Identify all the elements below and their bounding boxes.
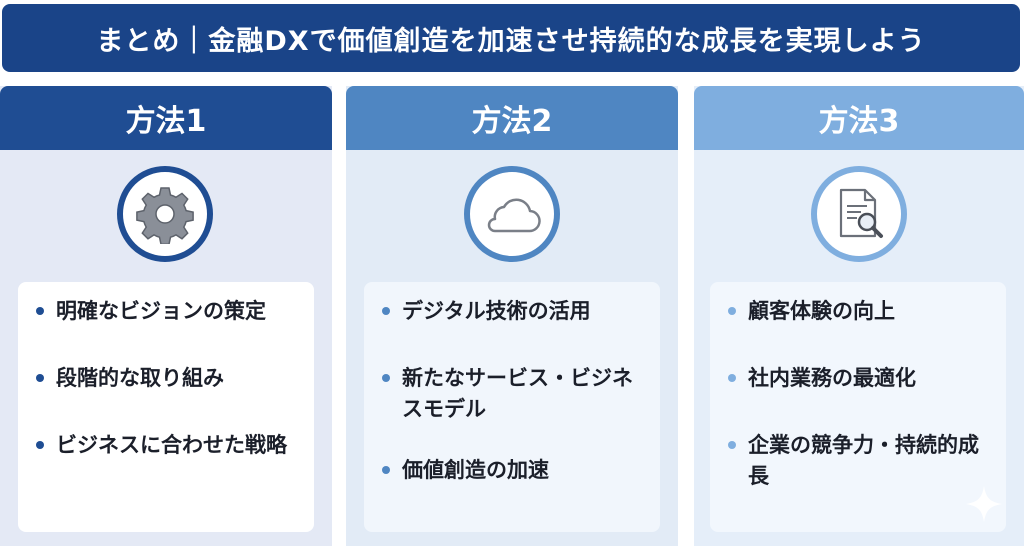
method-3-card: 顧客体験の向上 社内業務の最適化 企業の競争力・持続的成長 xyxy=(710,282,1006,532)
method-column-1: 方法1 明確なビジョンの策定 段階的な取り組み ビジネスに合わせた戦略 xyxy=(0,86,332,546)
method-3-icon-badge xyxy=(811,166,907,262)
method-3-heading: 方法3 xyxy=(694,86,1024,150)
gear-icon xyxy=(136,187,194,244)
cloud-icon xyxy=(487,198,541,233)
list-item: デジタル技術の活用 xyxy=(378,296,646,327)
list-item-text: 明確なビジョンの策定 xyxy=(56,299,266,323)
bullet-dot xyxy=(728,307,736,315)
page-title: まとめ｜金融DXで価値創造を加速させ持続的な成長を実現しよう xyxy=(2,4,1020,72)
list-item-text: 社内業務の最適化 xyxy=(748,366,916,390)
bullet-dot xyxy=(382,307,390,315)
bullet-dot xyxy=(36,441,44,449)
method-2-icon-badge xyxy=(464,166,560,262)
list-item-text: 顧客体験の向上 xyxy=(748,299,895,323)
list-item: 顧客体験の向上 xyxy=(724,296,992,327)
list-item: 企業の競争力・持続的成長 xyxy=(724,430,992,492)
bullet-dot xyxy=(382,466,390,474)
method-1-icon-badge xyxy=(117,166,213,262)
list-item: 新たなサービス・ビジネスモデル xyxy=(378,363,646,425)
document-search-icon xyxy=(839,188,883,238)
list-item-text: ビジネスに合わせた戦略 xyxy=(56,433,287,457)
method-2-heading: 方法2 xyxy=(346,86,678,150)
sparkle-icon xyxy=(966,486,1002,522)
bullet-dot xyxy=(36,374,44,382)
list-item: 社内業務の最適化 xyxy=(724,363,992,394)
bullet-dot xyxy=(728,441,736,449)
method-2-card: デジタル技術の活用 新たなサービス・ビジネスモデル 価値創造の加速 xyxy=(364,282,660,532)
bullet-dot xyxy=(382,374,390,382)
list-item-text: 新たなサービス・ビジネスモデル xyxy=(402,366,633,421)
list-item-text: デジタル技術の活用 xyxy=(402,299,591,323)
list-item-text: 価値創造の加速 xyxy=(402,458,549,482)
method-1-card: 明確なビジョンの策定 段階的な取り組み ビジネスに合わせた戦略 xyxy=(18,282,314,532)
list-item: 段階的な取り組み xyxy=(32,363,300,394)
bullet-dot xyxy=(36,307,44,315)
method-1-heading: 方法1 xyxy=(0,86,332,150)
list-item: ビジネスに合わせた戦略 xyxy=(32,430,300,461)
list-item: 価値創造の加速 xyxy=(378,455,646,486)
list-item-text: 企業の競争力・持続的成長 xyxy=(748,433,979,488)
method-column-3: 方法3 顧客体験の向上 社内業務の最適化 企業の競争力・持続的成長 xyxy=(694,86,1024,546)
list-item: 明確なビジョンの策定 xyxy=(32,296,300,327)
bullet-dot xyxy=(728,374,736,382)
list-item-text: 段階的な取り組み xyxy=(56,366,224,390)
method-column-2: 方法2 デジタル技術の活用 新たなサービス・ビジネスモデル 価値創造の加速 xyxy=(346,86,678,546)
